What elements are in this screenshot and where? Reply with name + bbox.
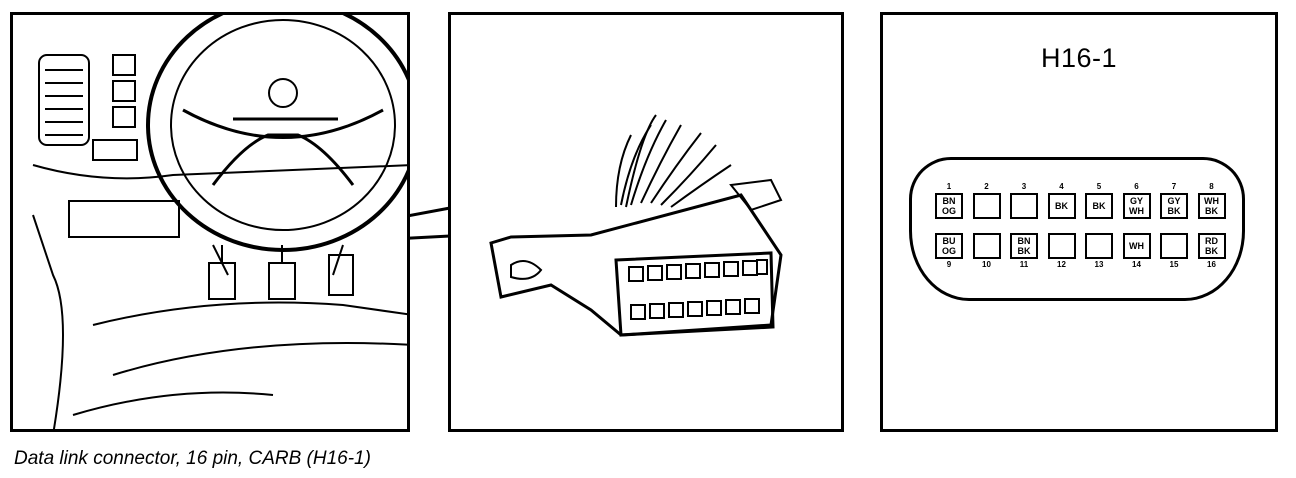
connector-illustration [489, 114, 783, 337]
pin-15 [1160, 233, 1188, 259]
pinout-title: H16-1 [1040, 43, 1118, 73]
pin-number-6: 6 [1134, 182, 1139, 191]
pin-6: GY WH [1122, 193, 1151, 219]
pin-14: WH [1122, 233, 1151, 259]
pin-number-9: 9 [946, 260, 952, 269]
pin-number-3: 3 [1021, 182, 1027, 191]
pin-number-5: 5 [1096, 182, 1102, 191]
pin-number-1: 1 [946, 182, 952, 191]
pin-16: RD BK [1197, 233, 1226, 259]
pin-5: BK [1085, 193, 1113, 219]
dashboard-location-panel [10, 12, 410, 432]
pin-number-7: 7 [1171, 182, 1177, 191]
pin-number-12: 12 [1057, 260, 1066, 269]
pin-9: BU OG [935, 233, 963, 259]
pin-10 [972, 233, 1001, 259]
pin-number-14: 14 [1132, 260, 1141, 269]
pin-number-4: 4 [1059, 182, 1064, 191]
pin-number-13: 13 [1094, 260, 1104, 269]
pin-number-16: 16 [1207, 260, 1216, 269]
pin-number-2: 2 [984, 182, 989, 191]
pin-1: BN OG [935, 193, 963, 219]
pin-number-11: 11 [1019, 260, 1029, 269]
pin-number-10: 10 [982, 260, 991, 269]
pin-3 [1010, 193, 1038, 219]
pin-4: BK [1047, 193, 1076, 219]
pin-number-8: 8 [1209, 182, 1214, 191]
pin-12 [1047, 233, 1076, 259]
pin-13 [1085, 233, 1113, 259]
connector-outline [909, 157, 1245, 301]
pin-11: BN BK [1010, 233, 1038, 259]
figure-caption: Data link connector, 16 pin, CARB (H16-1… [14, 448, 371, 469]
pin-7: GY BK [1160, 193, 1188, 219]
dashboard-illustration [32, 15, 407, 429]
pin-8: WH BK [1197, 193, 1226, 219]
connector-illustration-panel [448, 12, 844, 432]
pin-number-15: 15 [1169, 260, 1179, 269]
pin-2 [972, 193, 1001, 219]
